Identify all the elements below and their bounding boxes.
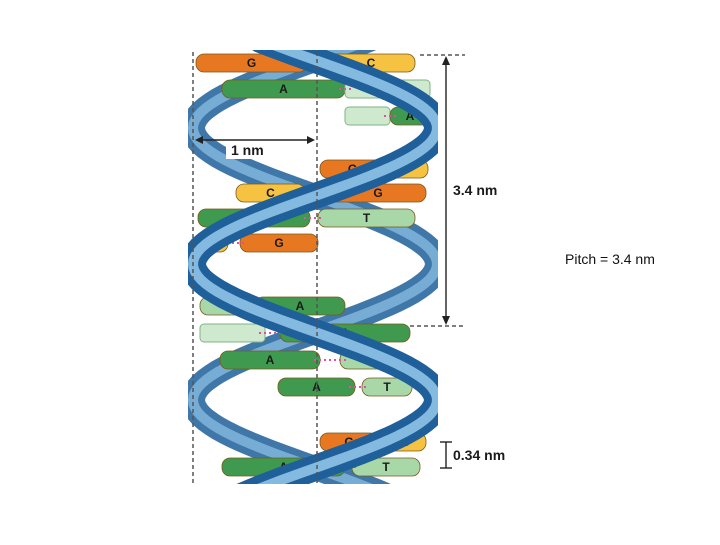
base-label: A bbox=[312, 380, 321, 394]
rise-label: 0.34 nm bbox=[453, 447, 505, 463]
width-label: 1 nm bbox=[231, 142, 264, 158]
width-arrow bbox=[195, 136, 315, 144]
rise-bracket bbox=[440, 441, 452, 469]
base-label: A bbox=[296, 299, 305, 313]
base-label: C bbox=[367, 56, 376, 70]
base-g-right bbox=[239, 233, 319, 253]
pitch-label: 3.4 nm bbox=[453, 182, 497, 198]
backbone-front-highlight bbox=[188, 50, 438, 484]
backbone-back-highlight bbox=[188, 50, 438, 484]
pitch-arrow bbox=[442, 56, 450, 325]
base-label: G bbox=[247, 56, 256, 70]
base-label: A bbox=[279, 82, 288, 96]
base-label: T bbox=[382, 460, 390, 474]
base-label: T bbox=[383, 380, 391, 394]
backbone-strand-front bbox=[188, 50, 438, 484]
base-label: T bbox=[363, 211, 371, 225]
base-label: A bbox=[406, 109, 415, 123]
base-label: G bbox=[373, 186, 382, 200]
base-t-right bbox=[317, 208, 416, 228]
backbone-strand-back bbox=[188, 50, 438, 484]
base-label: C bbox=[266, 186, 275, 200]
base-left bbox=[344, 106, 391, 126]
pitch-caption: Pitch = 3.4 nm bbox=[565, 251, 655, 267]
base-label: A bbox=[266, 353, 275, 367]
width-label-bg bbox=[226, 142, 282, 159]
base-left bbox=[199, 323, 266, 343]
base-label: G bbox=[274, 236, 283, 250]
